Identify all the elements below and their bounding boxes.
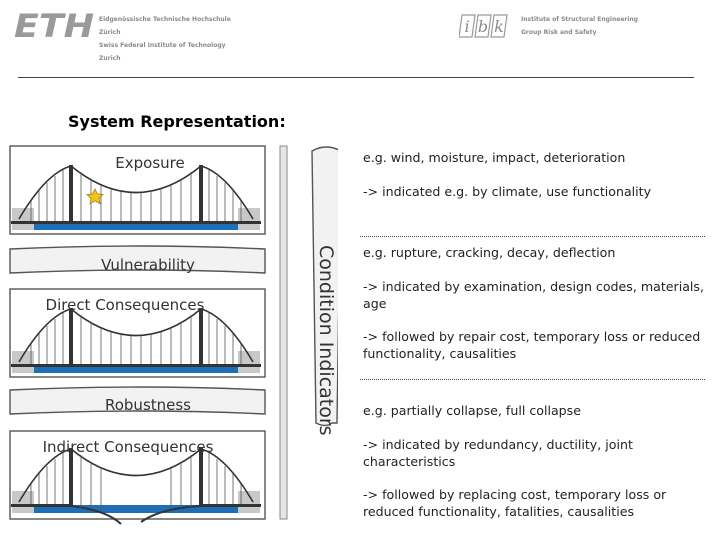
robustness-label: Robustness [105,396,191,414]
eth-institution-text: Eidgenössische Technische Hochschule Zür… [99,13,249,65]
ibk-group: Group Risk and Safety [521,29,597,36]
eth-name-de: Eidgenössische Technische Hochschule Zür… [99,16,231,36]
vulnerability-box: Vulnerability [9,245,266,274]
exposure-indicator: -> indicated e.g. by climate, use functi… [363,184,652,199]
ibk-letter-b: b [478,17,488,36]
ibk-name: Institute of Structural Engineering [521,16,638,23]
direct-consequences-box: Direct Consequences [9,288,266,378]
exposure-example: e.g. wind, moisture, impact, deteriorati… [363,150,626,165]
indirect-indicator: -> indicated by redundancy, ductility, j… [363,437,633,469]
direct-indicator: -> indicated by examination, design code… [363,279,704,311]
eth-logo-text: ETH [14,10,94,40]
direct-followed-by: -> followed by repair cost, temporary lo… [363,329,701,361]
system-diagram: Exposure Vulnerability Direct Consequenc… [9,145,338,525]
ibk-letter-i: i [464,17,469,36]
vertical-bar [279,145,288,520]
ibk-institution-text: Institute of Structural Engineering Grou… [521,13,671,39]
ibk-logo: i b k [459,14,508,38]
direct-consequences-label: Direct Consequences [46,296,205,314]
indirect-consequences-label: Indirect Consequences [43,438,214,456]
page-title: System Representation: [68,112,286,131]
exposure-label: Exposure [115,154,184,172]
direct-example: e.g. rupture, cracking, decay, deflectio… [363,245,616,260]
eth-name-en: Swiss Federal Institute of Technology Zu… [99,42,226,62]
ibk-letter-k: k [494,17,504,36]
robustness-box: Robustness [9,386,266,415]
indirect-example: e.g. partially collapse, full collapse [363,403,581,418]
condition-indicators-label: Condition Indicators [315,245,337,436]
indirect-consequences-box: Indirect Consequences [9,430,266,525]
eth-logo: ETH [14,10,94,40]
exposure-box: Exposure [9,145,266,235]
condition-indicators-arrow: Condition Indicators [311,146,338,436]
indirect-followed-by: -> followed by replacing cost, temporary… [363,487,667,519]
impact-star-icon [86,188,104,205]
section-divider-1 [360,236,705,237]
header-rule [18,77,694,78]
section-divider-2 [360,379,705,380]
vulnerability-label: Vulnerability [101,256,195,274]
